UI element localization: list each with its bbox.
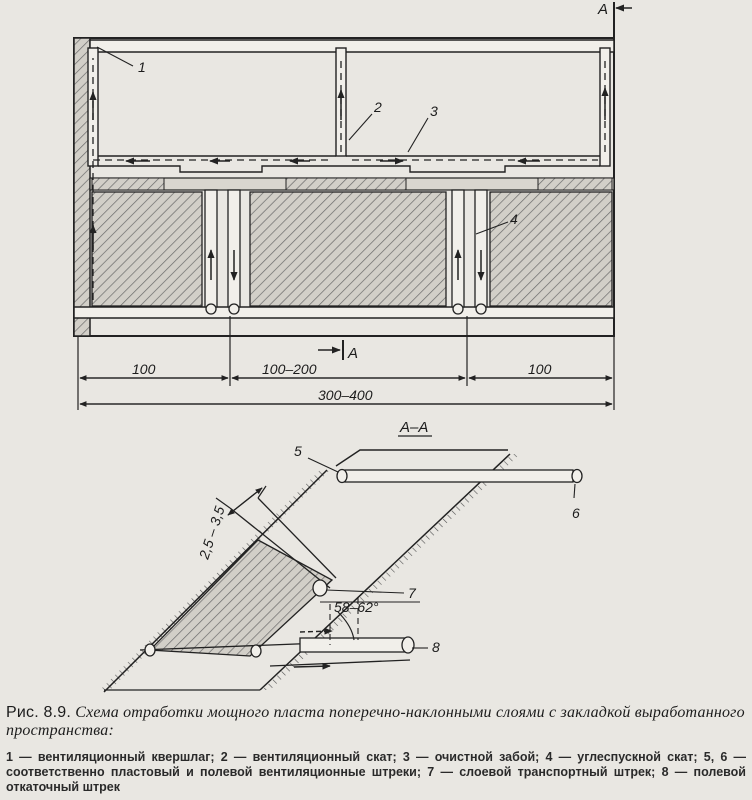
section-marker-bottom: А — [318, 340, 358, 362]
fill-strip-3 — [537, 177, 613, 191]
layer-transport-drift — [312, 579, 328, 597]
thickness-text: 2,5 – 3,5 — [195, 504, 227, 562]
section-title: А–А — [399, 419, 428, 436]
label-3: 3 — [430, 103, 438, 119]
thickness-dimension — [215, 485, 267, 516]
label-7: 7 — [408, 585, 417, 601]
backfill-block-1 — [91, 191, 203, 307]
label-5: 5 — [294, 443, 302, 459]
label-2: 2 — [373, 99, 382, 115]
backfill-block-3 — [489, 191, 613, 307]
dim-left: 100 — [132, 361, 156, 377]
section-marker-bottom-letter: А — [347, 345, 358, 362]
angle-text: 58–62° — [334, 599, 379, 615]
ventilation-crosscut — [89, 39, 615, 53]
backfill-block-2 — [249, 191, 447, 307]
figure-caption: Рис. 8.9. Схема отработки мощного пласта… — [6, 704, 746, 740]
dim-total: 300–400 — [318, 387, 373, 403]
dim-middle: 100–200 — [262, 361, 317, 377]
label-1: 1 — [138, 59, 146, 75]
field-ventilation-drift — [344, 469, 574, 483]
section-callouts — [307, 457, 576, 649]
figure-title: Схема отработки мощного пласта поперечно… — [6, 704, 745, 739]
angle-arc — [337, 611, 355, 641]
airflow-arrows — [89, 87, 609, 281]
dimension-lines — [77, 316, 615, 410]
label-4: 4 — [510, 211, 518, 227]
fill-strip-1 — [91, 177, 165, 191]
figure-number: Рис. 8.9. — [6, 704, 71, 721]
field-haulage-drift — [299, 637, 407, 653]
bottom-drift — [73, 306, 615, 319]
plan-view: А А 1 2 3 4 — [73, 1, 632, 362]
section-marker-top-letter: А — [597, 1, 608, 18]
backfilled-slice — [148, 539, 334, 657]
label-8: 8 — [432, 639, 440, 655]
section-marker-top: А — [597, 1, 632, 38]
fill-strip-2 — [285, 177, 407, 191]
figure-legend: 1 — вентиляционный квершлаг; 2 — вентиля… — [6, 750, 746, 794]
face-right — [346, 155, 600, 173]
dim-right: 100 — [528, 361, 552, 377]
label-6: 6 — [572, 505, 580, 521]
section-arrows — [293, 627, 333, 670]
face-left — [98, 155, 346, 173]
mining-scheme-diagram: А А 1 2 3 4 100 100–200 — [73, 1, 632, 693]
plan-callouts — [96, 46, 509, 235]
section-view: А–А 58–62° — [100, 419, 583, 693]
